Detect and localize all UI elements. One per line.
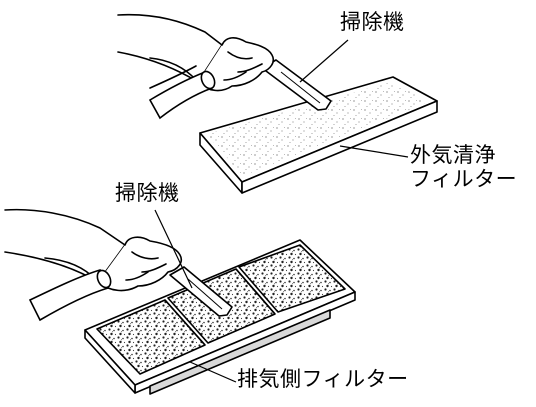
exhaust-filter [84, 239, 356, 395]
leader-lines [154, 39, 409, 383]
gloved-hand-top [117, 13, 275, 92]
outdoor-filter-label-line1: 外気清浄 [410, 143, 496, 167]
vacuum-hose-bottom [28, 269, 112, 322]
exhaust-filter-label: 排気側フィルター [237, 367, 409, 391]
outdoor-air-filter [199, 76, 438, 194]
vacuum-nozzle-top [261, 59, 332, 111]
vacuum-hose-top [148, 70, 216, 120]
outdoor-filter-label-line2: フィルター [410, 167, 518, 192]
gloved-hand-bottom [4, 208, 183, 292]
vacuum-label-top: 掃除機 [340, 10, 405, 34]
vacuum-label-bottom: 掃除機 [115, 181, 180, 205]
vacuum-nozzle-bottom [169, 266, 233, 317]
outdoor-filter-label: 外気清浄 フィルター [410, 143, 517, 191]
